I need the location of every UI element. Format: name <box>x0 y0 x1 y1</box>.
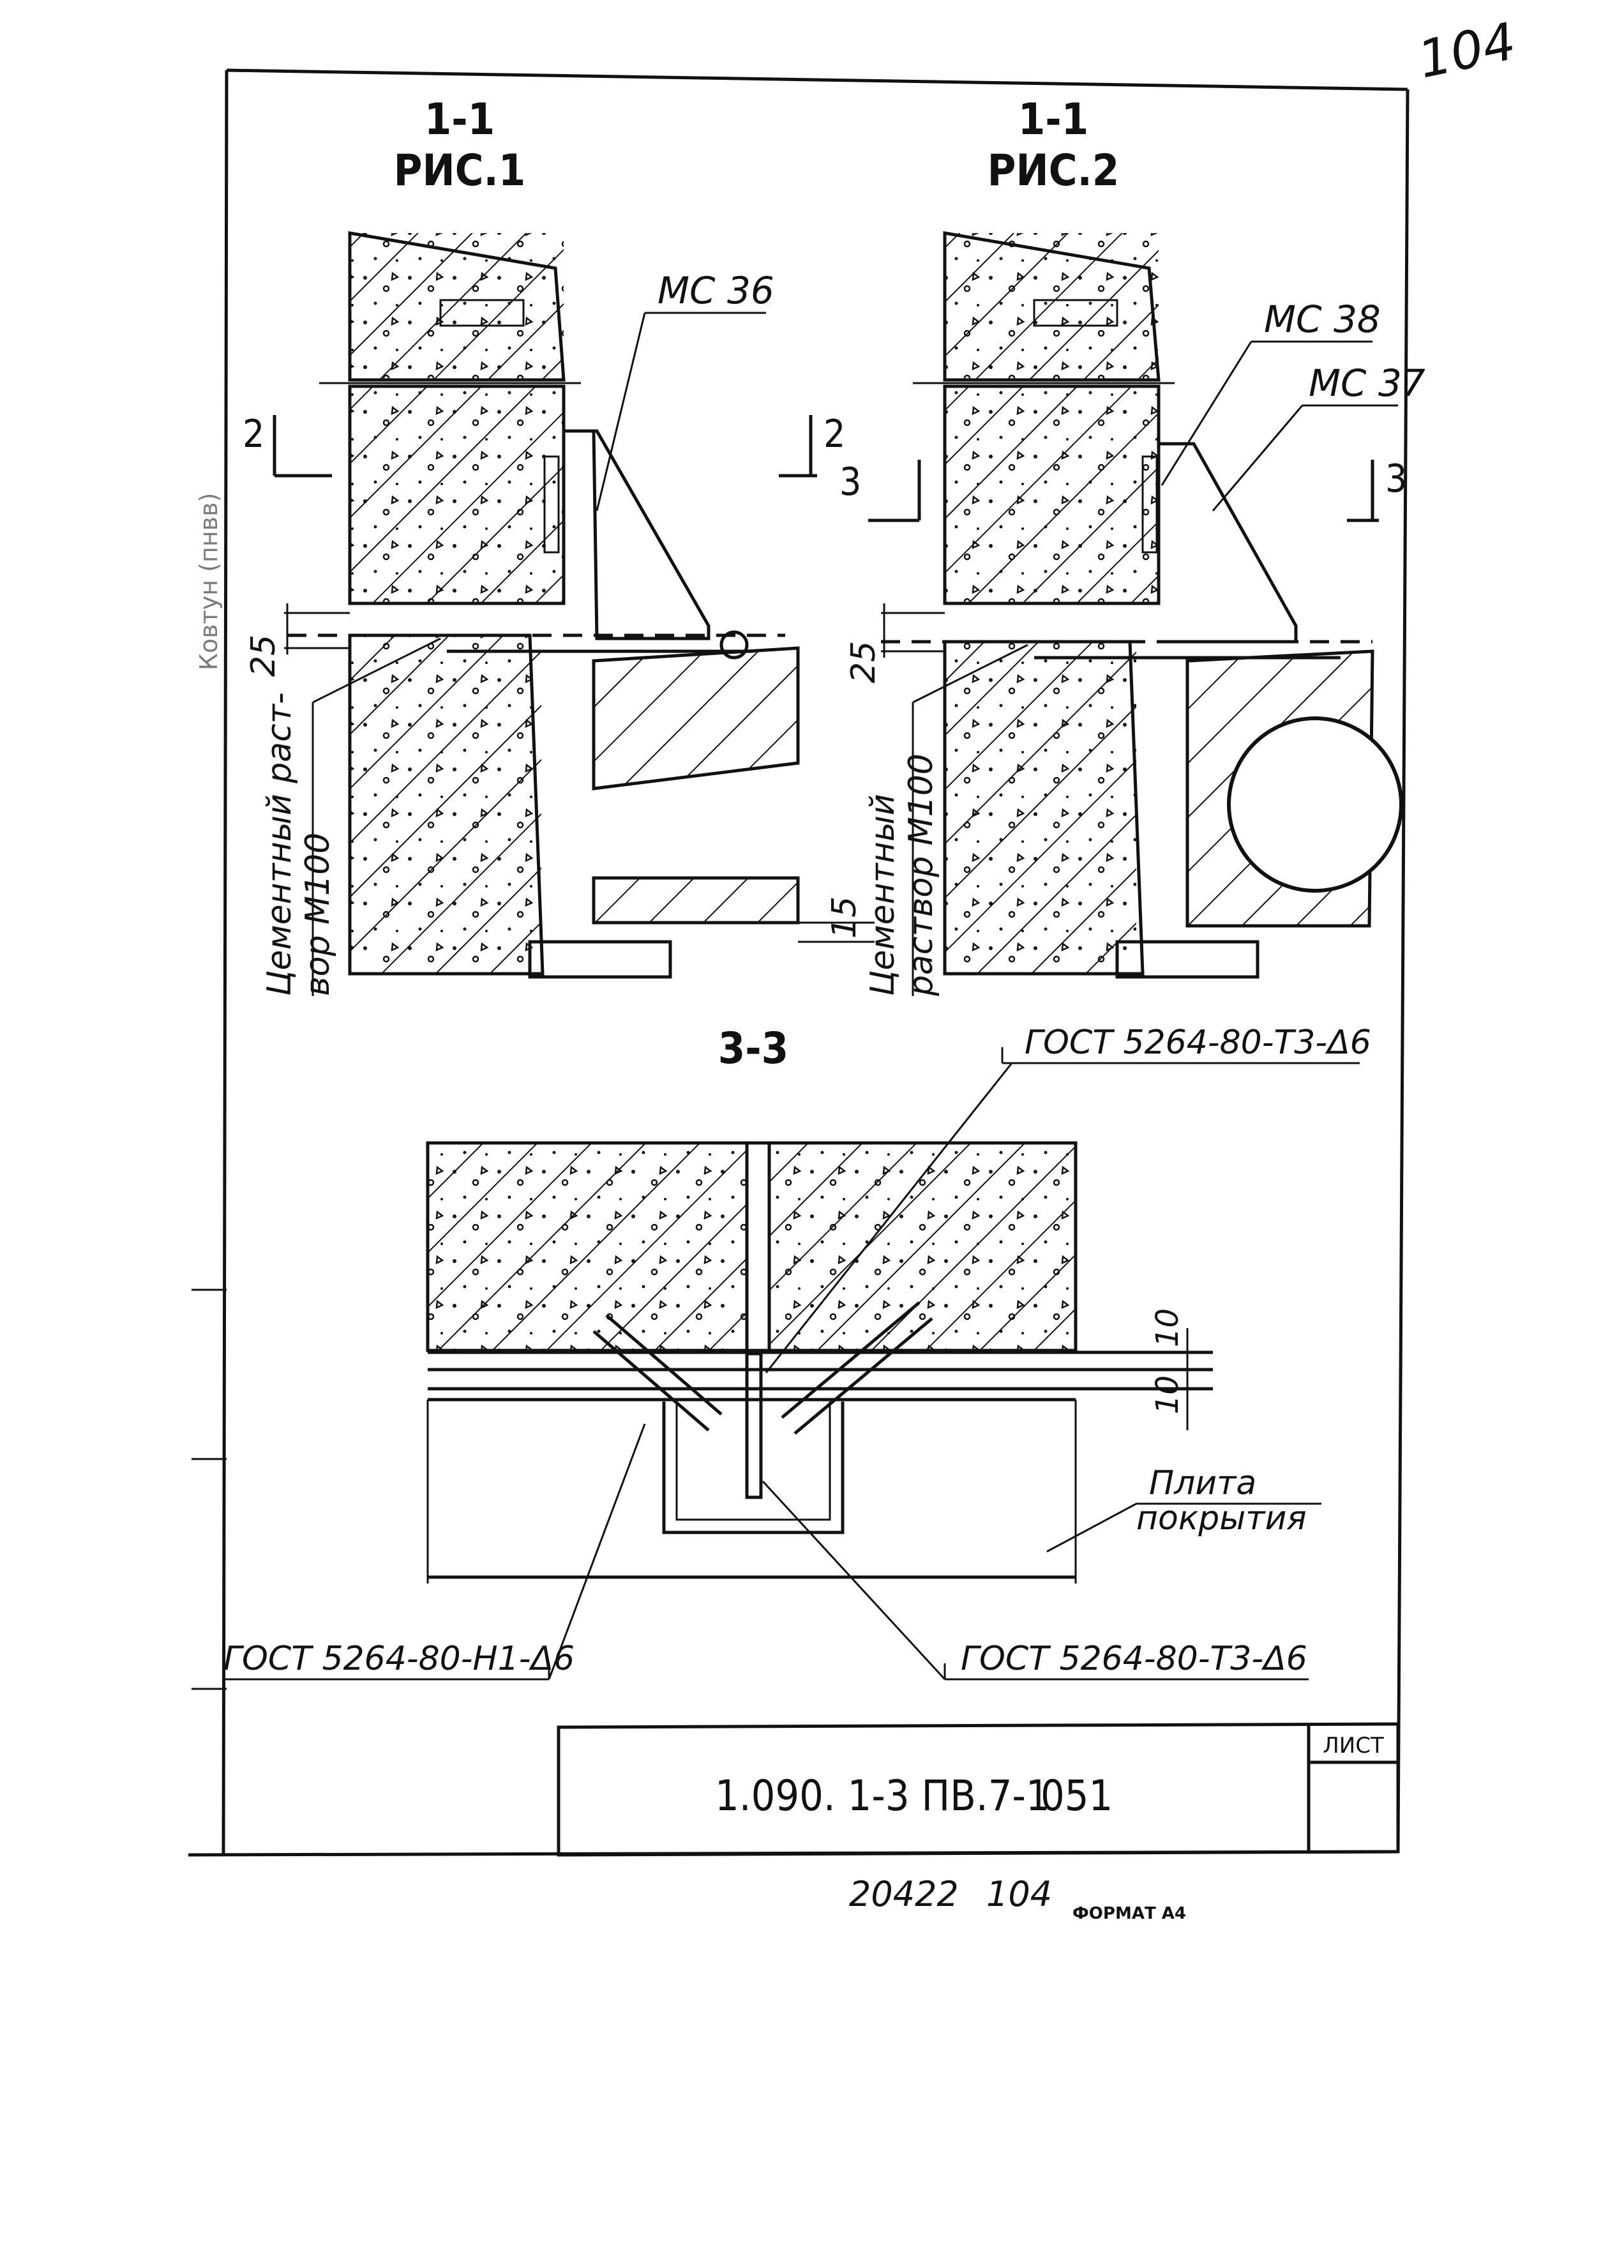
fig1-view: 1-1 РИС.1 МС 36 2 2 25 <box>243 94 875 996</box>
fig2-title: РИС.2 <box>988 146 1120 196</box>
sec33-weld-left: ГОСТ 5264-80-Н1-Δ6 <box>223 1640 575 1678</box>
fig2-part-label-a: МС 38 <box>1264 298 1381 341</box>
section-3-3: 3-3 ГОСТ 5264-80-Т3-Δ6 ГОСТ 5264-80-Н1-Δ… <box>223 1024 1371 1681</box>
fig2-view: 1-1 РИС.2 МС 38 МС 37 3 3 25 <box>839 94 1425 997</box>
fig2-cut-mark-left: 3 <box>839 460 861 504</box>
sec33-weld-right: ГОСТ 5264-80-Т3-Δ6 <box>961 1640 1307 1678</box>
fig1-cut-mark-left: 2 <box>243 412 264 457</box>
fig2-part-label-b: МС 37 <box>1309 361 1425 405</box>
fig1-dimension: 25 <box>244 635 283 677</box>
title-block: ЛИСТ 1.090. 1-3 ПВ.7-1 051 <box>557 1722 1400 1857</box>
inventory-number: 20422 <box>849 1874 959 1914</box>
fig2-section-label: 1-1 <box>1018 94 1089 145</box>
fig2-cut-mark-right: 3 <box>1385 457 1407 501</box>
sec33-slab-line1: Плита <box>1149 1464 1256 1502</box>
footer-page-number: 104 <box>986 1874 1052 1914</box>
document-code: 1.090. 1-3 ПВ.7-1 <box>715 1771 1050 1820</box>
sec33-slab-line2: покрытия <box>1136 1499 1307 1538</box>
sec33-dim-a: 10 <box>1150 1308 1185 1347</box>
fig1-title: РИС.1 <box>394 146 526 196</box>
sheet-mark: 104 <box>1413 11 1521 90</box>
fig2-mortar-line1: Цементный <box>864 794 902 996</box>
fig1-mortar-line2: вор М100 <box>299 833 337 996</box>
fig2-dimension: 25 <box>845 641 883 683</box>
document-number: 051 <box>1041 1771 1113 1820</box>
fig1-dimension-bottom: 15 <box>825 896 864 939</box>
side-stamp: Ковтун (пнвв) <box>195 493 223 670</box>
fig1-mortar-line1: Цементный раст- <box>260 692 299 996</box>
fig1-cut-mark-right: 2 <box>823 412 845 457</box>
sec33-title: 3-3 <box>718 1024 789 1074</box>
footer: 20422 104 ФОРМАТ А4 <box>849 1874 1186 1923</box>
paper-format: ФОРМАТ А4 <box>1072 1904 1186 1923</box>
fig1-section-label: 1-1 <box>425 94 495 145</box>
fig2-mortar-line2: раствор М100 <box>902 753 940 997</box>
sheet-label: ЛИСТ <box>1323 1733 1384 1758</box>
sec33-weld-top: ГОСТ 5264-80-Т3-Δ6 <box>1025 1024 1371 1062</box>
sec33-dim-b: 10 <box>1150 1375 1185 1414</box>
fig1-part-label: МС 36 <box>658 269 774 312</box>
